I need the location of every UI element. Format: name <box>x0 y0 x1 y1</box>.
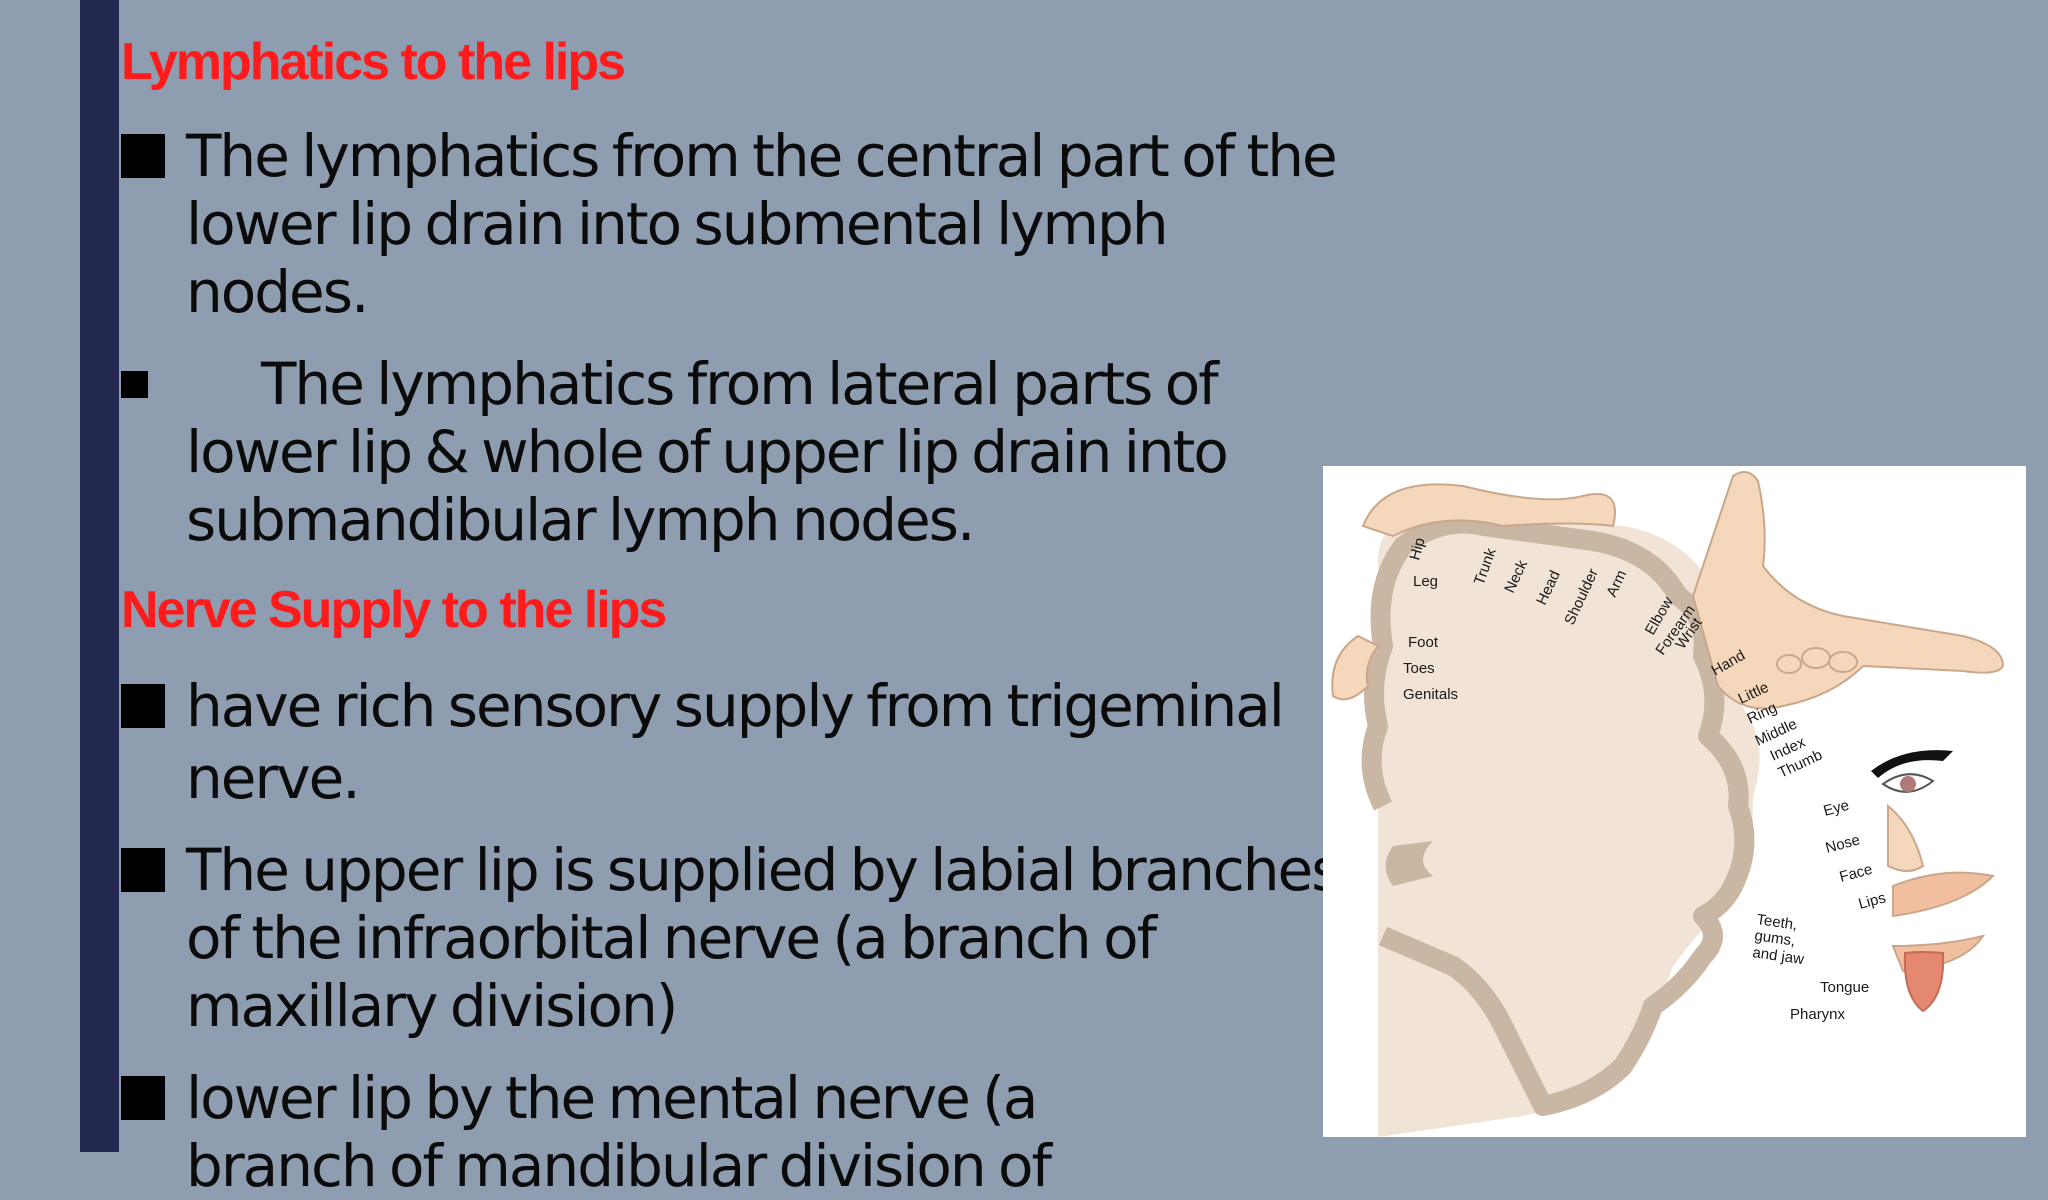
homunculus-leg <box>1361 483 1616 538</box>
homunculus-tongue <box>1903 951 1945 1013</box>
label-tongue: Tongue <box>1820 979 1869 996</box>
label-jaw: and jaw <box>1751 944 1805 968</box>
bullet-text: of the infraorbital nerve (a branch of <box>186 904 1157 972</box>
bullet-square-icon <box>121 684 165 728</box>
label-hip: Hip <box>1406 536 1428 562</box>
bullet-text: lower lip drain into submental lymph <box>186 190 1169 258</box>
label-eye: Eye <box>1822 797 1851 820</box>
bullet-text: maxillary division) <box>186 972 678 1040</box>
homunculus-eyebrow <box>1871 750 1953 778</box>
label-nose: Nose <box>1824 831 1862 856</box>
label-genitals: Genitals <box>1403 686 1458 703</box>
homunculus-foot <box>1331 634 1380 701</box>
cortex-band <box>1361 513 1755 1116</box>
label-face: Face <box>1838 861 1875 886</box>
bullet-text: The upper lip is supplied by labial bran… <box>186 836 1341 904</box>
bullet-square-icon <box>121 848 165 892</box>
homunculus-illustration: Hip Leg Trunk Neck Head Shoulder Arm Elb… <box>1331 471 2005 1137</box>
bullet-text: The lymphatics from the central part of … <box>186 122 1338 190</box>
heading-nerve-supply: Nerve Supply to the lips <box>121 581 667 639</box>
bullet-nerve-sensory: have rich sensory supply from trigeminal… <box>121 670 1285 814</box>
bullet-square-icon <box>121 1076 165 1120</box>
label-pharynx: Pharynx <box>1790 1006 1846 1023</box>
bullet-lymph-central: The lymphatics from the central part of … <box>121 122 1338 326</box>
label-toes: Toes <box>1403 660 1435 677</box>
label-foot: Foot <box>1408 634 1439 651</box>
bullet-square-icon <box>121 134 165 178</box>
homunculus-arm <box>1691 471 2005 710</box>
bullet-lymph-lateral: The lymphatics from lateral parts of low… <box>121 350 1229 554</box>
label-leg: Leg <box>1413 573 1438 590</box>
bullet-square-icon <box>121 371 148 398</box>
bullet-nerve-upper-lip: The upper lip is supplied by labial bran… <box>121 836 1341 1040</box>
bullet-text: nerve. <box>186 744 361 812</box>
heading-lymphatics: Lymphatics to the lips <box>121 33 626 91</box>
bullet-text: nodes. <box>186 258 369 326</box>
bullet-text: branch of mandibular division of <box>186 1132 1052 1200</box>
bullet-text: submandibular lymph nodes. <box>186 486 975 554</box>
sensory-homunculus-figure: Hip Leg Trunk Neck Head Shoulder Arm Elb… <box>1323 466 2026 1137</box>
bullet-nerve-lower-lip: lower lip by the mental nerve (a branch … <box>121 1064 1052 1200</box>
bullet-text: lower lip by the mental nerve (a <box>186 1064 1038 1132</box>
label-teeth: Teeth, <box>1755 911 1798 934</box>
homunculus-nose <box>1887 803 1925 872</box>
slide-side-bar <box>80 0 119 1152</box>
bullet-text: The lymphatics from lateral parts of <box>261 350 1219 418</box>
label-lips: Lips <box>1857 889 1888 913</box>
homunculus-upper-lip <box>1892 871 1996 918</box>
bullet-text: have rich sensory supply from trigeminal <box>186 672 1285 740</box>
label-gums: gums, <box>1753 927 1796 950</box>
bullet-text: lower lip & whole of upper lip drain int… <box>186 418 1229 486</box>
